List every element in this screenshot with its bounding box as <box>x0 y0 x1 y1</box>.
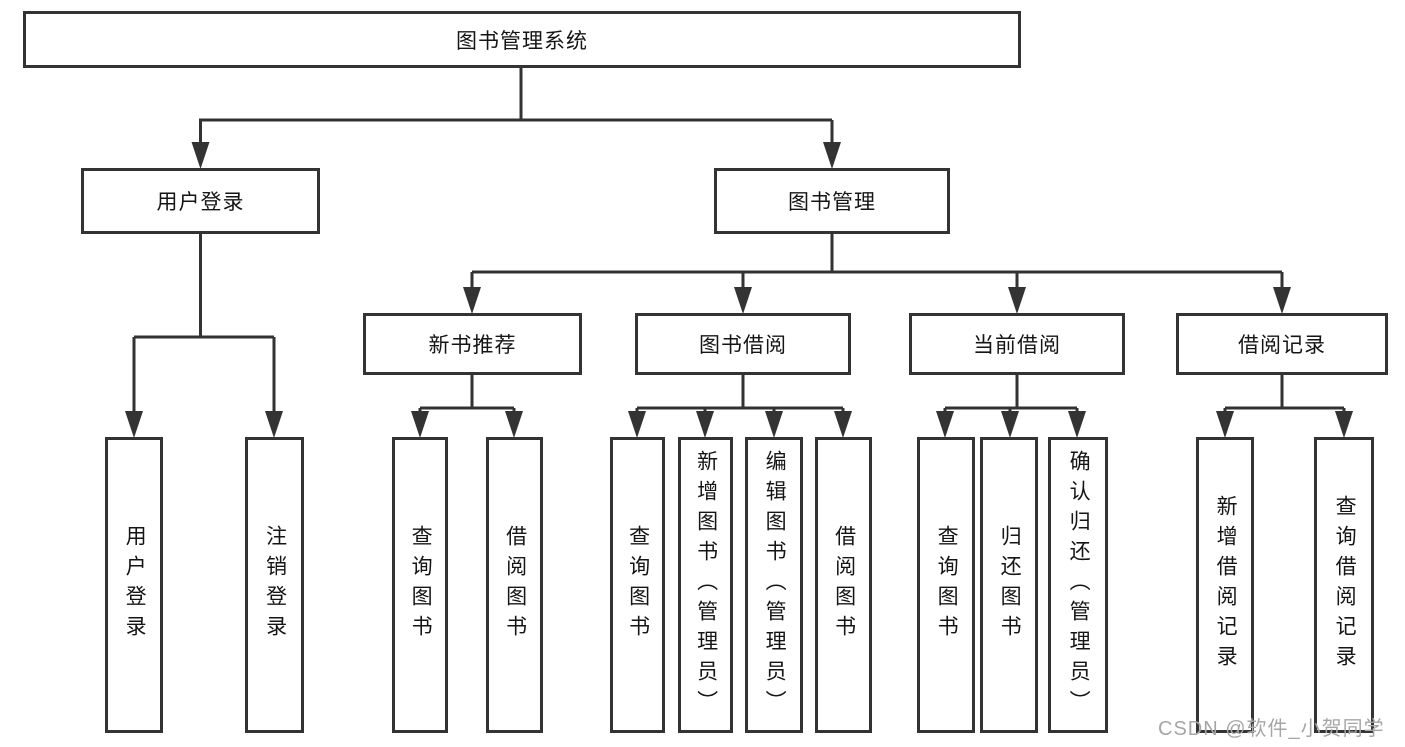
leaf-records-add-record: 新增借阅记录 <box>1196 437 1254 733</box>
leaf-records-query-record: 查询借阅记录 <box>1314 437 1374 733</box>
leaf-borrow-edit-books-admin: 编辑图书（管理员） <box>745 437 803 733</box>
leaf-logout-login: 注销登录 <box>245 437 304 733</box>
leaf-newrec-query-books: 查询图书 <box>392 437 448 733</box>
leaf-newrec-borrow-books: 借阅图书 <box>486 437 543 733</box>
connector-bookborrow-to-leaves <box>628 375 852 438</box>
connector-bookmgmt-to-level3 <box>463 234 1291 314</box>
node-new-book-recommend: 新书推荐 <box>363 313 582 375</box>
watermark: CSDN @软件_小贺同学 <box>1158 718 1385 740</box>
node-book-borrow: 图书借阅 <box>635 313 851 375</box>
leaf-current-query-books: 查询图书 <box>917 437 975 733</box>
leaf-current-return-books: 归还图书 <box>980 437 1038 733</box>
node-borrow-records: 借阅记录 <box>1176 313 1388 375</box>
leaf-current-confirm-return-admin: 确认归还（管理员） <box>1048 437 1108 733</box>
connector-currentborrow-to-leaves <box>936 375 1086 438</box>
connector-root-to-level2 <box>191 67 841 169</box>
connector-newrec-to-leaves <box>411 375 523 438</box>
node-root: 图书管理系统 <box>23 11 1021 68</box>
node-book-management-branch: 图书管理 <box>714 168 950 234</box>
node-user-login-branch: 用户登录 <box>81 168 320 234</box>
leaf-borrow-add-books-admin: 新增图书（管理员） <box>678 437 733 733</box>
node-current-borrow: 当前借阅 <box>909 313 1125 375</box>
leaf-borrow-borrow-books: 借阅图书 <box>815 437 872 733</box>
connector-userlogin-to-leaves <box>125 234 283 438</box>
leaf-user-login: 用户登录 <box>105 437 163 733</box>
connector-records-to-leaves <box>1216 375 1353 438</box>
leaf-borrow-query-books: 查询图书 <box>610 437 665 733</box>
